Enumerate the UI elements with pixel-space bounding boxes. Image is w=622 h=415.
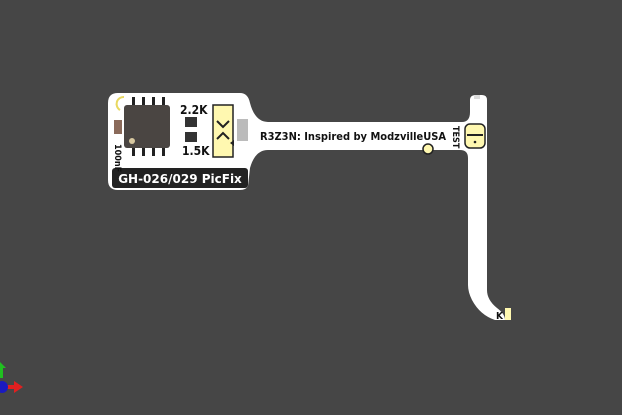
- solder-jumper: [212, 104, 234, 158]
- logo-icon: [237, 119, 248, 141]
- resistor-bottom-label: 1.5K: [182, 144, 210, 158]
- board-title: GH-026/029 PicFix: [118, 172, 242, 186]
- resistor-bottom: [185, 132, 197, 142]
- via-pad: [422, 143, 434, 155]
- ic-chip: [124, 97, 170, 156]
- alignment-mark-icon: [115, 96, 125, 111]
- pcb-board: [108, 93, 505, 320]
- capacitor-label: 100nF: [112, 144, 122, 172]
- resistor-top: [185, 117, 197, 127]
- test-label: TEST: [450, 126, 460, 149]
- axis-gizmo-icon: [0, 362, 23, 393]
- credit-label: R3Z3N: Inspired by ModzvilleUSA: [260, 130, 446, 143]
- cathode-label: K: [496, 311, 504, 322]
- test-pad: [464, 123, 486, 149]
- top-notch: [474, 95, 480, 99]
- cathode-pad: [505, 308, 511, 320]
- resistor-top-label: 2.2K: [180, 103, 208, 117]
- title-strip: [112, 168, 248, 188]
- capacitor: [114, 120, 122, 134]
